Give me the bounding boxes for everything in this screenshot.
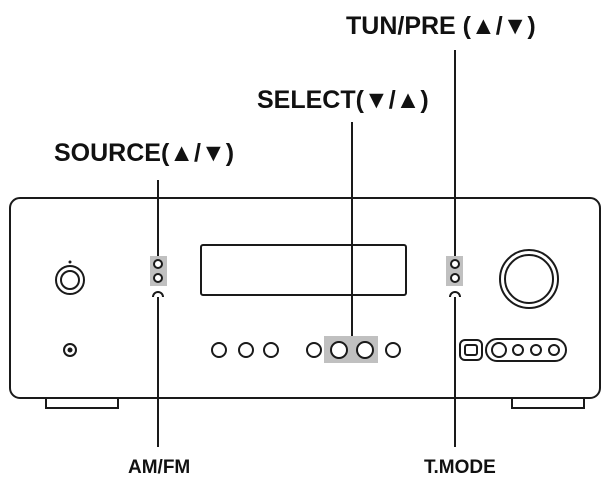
volume-knob-icon[interactable] xyxy=(499,249,559,309)
power-indicator xyxy=(68,260,72,264)
front-button-2[interactable] xyxy=(238,342,254,358)
jack-1 xyxy=(491,342,507,358)
front-button-4[interactable] xyxy=(306,342,322,358)
chassis-body xyxy=(9,197,601,399)
jack-2 xyxy=(512,344,524,356)
usb-port-icon xyxy=(459,339,483,361)
front-button-7[interactable] xyxy=(385,342,401,358)
power-knob-icon[interactable] xyxy=(55,265,85,295)
source-down-button[interactable] xyxy=(153,273,163,283)
jack-3 xyxy=(530,344,542,356)
tun-pre-label: TUN/PRE (▲/▼) xyxy=(346,12,536,40)
select-label: SELECT(▼/▲) xyxy=(257,86,429,114)
right-foot xyxy=(511,398,585,409)
display-window xyxy=(200,244,407,296)
left-foot xyxy=(45,398,119,409)
front-button-3[interactable] xyxy=(263,342,279,358)
t-mode-label: T.MODE xyxy=(424,457,496,478)
input-jack-panel xyxy=(485,338,567,362)
jack-4 xyxy=(548,344,560,356)
am-fm-label: AM/FM xyxy=(128,457,191,478)
source-up-button[interactable] xyxy=(153,259,163,269)
tunpre-down-button[interactable] xyxy=(450,273,460,283)
t-mode-button[interactable] xyxy=(449,291,461,298)
select-down-button[interactable] xyxy=(330,341,348,359)
am-fm-button[interactable] xyxy=(152,291,164,298)
source-label: SOURCE(▲/▼) xyxy=(54,139,235,167)
tunpre-up-button[interactable] xyxy=(450,259,460,269)
headphone-jack-core xyxy=(67,347,73,353)
front-button-1[interactable] xyxy=(211,342,227,358)
select-up-button[interactable] xyxy=(356,341,374,359)
